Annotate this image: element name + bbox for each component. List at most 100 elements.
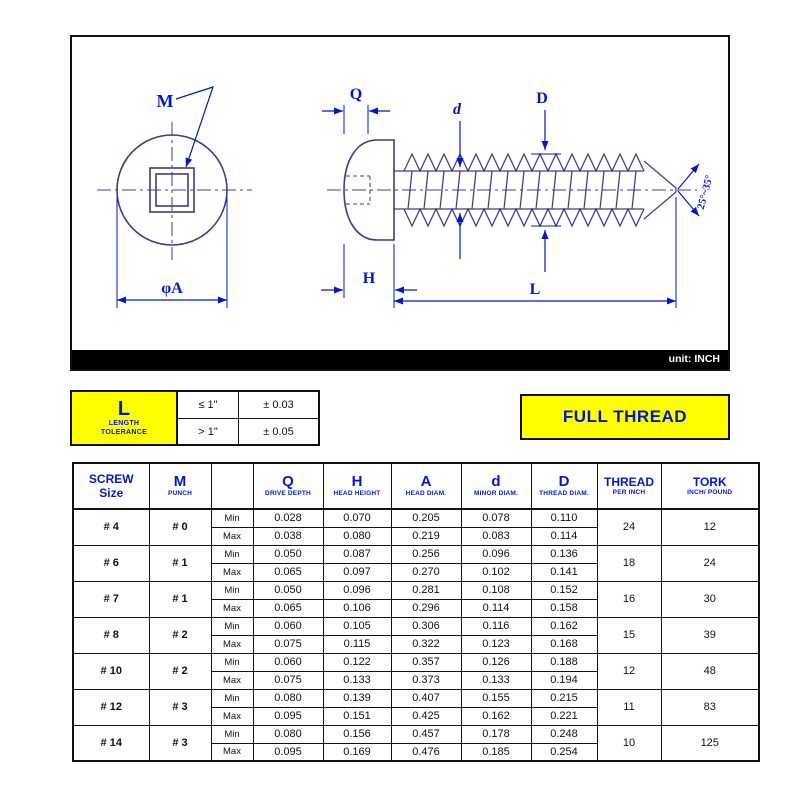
value-cell: 0.095 — [252, 742, 324, 762]
value-cell: 0.152 — [530, 580, 598, 600]
value-cell: 0.156 — [322, 724, 392, 744]
value-cell: 0.215 — [530, 688, 598, 708]
min-label-cell: Min — [210, 544, 254, 564]
screw-size-cell: # 10 — [72, 652, 150, 690]
value-cell: 0.151 — [322, 706, 392, 726]
value-cell: 0.096 — [322, 580, 392, 600]
header-text: HEAD DIAM. — [405, 490, 447, 497]
max-label-cell: Max — [210, 634, 254, 654]
min-label-cell: Min — [210, 616, 254, 636]
screw-spec-table: SCREW Size M PUNCH Q DRIVE DEPTH H HEAD … — [72, 462, 760, 762]
value-cell: 0.108 — [460, 580, 532, 600]
drawing-panel: M φA Q d — [70, 35, 730, 371]
tork-cell: 24 — [660, 544, 760, 582]
pan-head-profile — [343, 139, 395, 241]
value-cell: 0.106 — [322, 598, 392, 618]
value-cell: 0.095 — [252, 706, 324, 726]
screw-technical-drawing: M φA Q d — [97, 86, 716, 308]
square-drive-inner — [155, 173, 189, 207]
value-cell: 0.254 — [530, 742, 598, 762]
value-cell: 0.102 — [460, 562, 532, 582]
value-cell: 0.194 — [530, 670, 598, 690]
punch-cell: # 1 — [148, 580, 212, 618]
value-cell: 0.080 — [322, 526, 392, 546]
value-cell: 0.205 — [390, 508, 462, 528]
label-m: M — [157, 91, 174, 111]
value-cell: 0.096 — [460, 544, 532, 564]
thread-per-inch-cell: 10 — [596, 724, 662, 762]
tork-cell: 125 — [660, 724, 760, 762]
header-q-drive-depth: Q DRIVE DEPTH — [252, 462, 324, 510]
value-cell: 0.070 — [322, 508, 392, 528]
value-cell: 0.256 — [390, 544, 462, 564]
value-cell: 0.050 — [252, 544, 324, 564]
tolerance-value: ± 0.05 — [238, 418, 318, 444]
header-text: PUNCH — [167, 490, 193, 497]
value-cell: 0.080 — [252, 688, 324, 708]
value-cell: 0.306 — [390, 616, 462, 636]
value-cell: 0.162 — [460, 706, 532, 726]
header-text: INCH/ POUND — [687, 489, 733, 496]
value-cell: 0.476 — [390, 742, 462, 762]
value-cell: 0.133 — [460, 670, 532, 690]
table-row: # 10 # 2 Min 0.060 0.122 0.357 0.126 0.1… — [72, 652, 760, 690]
header-text: MINOR DIAM. — [473, 490, 519, 497]
value-cell: 0.457 — [390, 724, 462, 744]
value-cell: 0.116 — [460, 616, 532, 636]
header-punch: M PUNCH — [148, 462, 212, 510]
table-row: # 14 # 3 Min 0.080 0.156 0.457 0.178 0.2… — [72, 724, 760, 762]
header-text: Q — [282, 473, 294, 490]
value-cell: 0.373 — [390, 670, 462, 690]
m-leader-arrow — [175, 86, 214, 168]
tolerance-condition: ≤ 1" — [198, 399, 218, 411]
value-cell: 0.038 — [252, 526, 324, 546]
value-cell: 0.114 — [530, 526, 598, 546]
tolerance-grid: ≤ 1" ± 0.03 > 1" ± 0.05 — [178, 392, 318, 444]
value-cell: 0.075 — [252, 634, 324, 654]
max-label-cell: Max — [210, 670, 254, 690]
table-row: Max 0.075 0.133 0.373 0.133 0.194 — [73, 670, 759, 690]
value-cell: 0.296 — [390, 598, 462, 618]
header-text: d — [491, 473, 501, 490]
tolerance-symbol-cell: L LENGTH TOLERANCE — [72, 392, 178, 444]
punch-cell: # 2 — [148, 652, 212, 690]
value-cell: 0.065 — [252, 598, 324, 618]
value-cell: 0.155 — [460, 688, 532, 708]
header-blank — [210, 462, 254, 510]
table-row: Max 0.075 0.115 0.322 0.123 0.168 — [73, 634, 759, 654]
screw-size-cell: # 4 — [72, 508, 150, 546]
value-cell: 0.133 — [322, 670, 392, 690]
value-cell: 0.221 — [530, 706, 598, 726]
value-cell: 0.185 — [460, 742, 532, 762]
table-row: # 12 # 3 Min 0.080 0.139 0.407 0.155 0.2… — [72, 688, 760, 726]
punch-cell: # 0 — [148, 508, 212, 546]
min-label-cell: Min — [210, 652, 254, 672]
tork-cell: 12 — [660, 508, 760, 546]
punch-cell: # 2 — [148, 616, 212, 654]
label-tip-angle: 25°~35° — [696, 174, 716, 211]
header-d-minor-diam: d MINOR DIAM. — [460, 462, 532, 510]
header-text: THREAD — [604, 475, 654, 489]
tork-cell: 48 — [660, 652, 760, 690]
thread-profile — [403, 152, 677, 228]
value-cell: 0.141 — [530, 562, 598, 582]
value-cell: 0.060 — [252, 652, 324, 672]
table-row: # 8 # 2 Min 0.060 0.105 0.306 0.116 0.16… — [72, 616, 760, 654]
table-row: Max 0.095 0.151 0.425 0.162 0.221 — [73, 706, 759, 726]
punch-cell: # 3 — [148, 724, 212, 762]
square-drive-outer — [149, 167, 195, 213]
value-cell: 0.158 — [530, 598, 598, 618]
header-text: THREAD DIAM. — [539, 490, 589, 497]
table-row: # 6 # 1 Min 0.050 0.087 0.256 0.096 0.13… — [72, 544, 760, 582]
value-cell: 0.270 — [390, 562, 462, 582]
punch-cell: # 1 — [148, 544, 212, 582]
header-screw-size: SCREW Size — [72, 462, 150, 510]
screw-size-cell: # 12 — [72, 688, 150, 726]
value-cell: 0.105 — [322, 616, 392, 636]
value-cell: 0.248 — [530, 724, 598, 744]
table-row: Max 0.095 0.169 0.476 0.185 0.254 — [73, 742, 759, 762]
header-text: DRIVE DEPTH — [265, 490, 311, 497]
value-cell: 0.122 — [322, 652, 392, 672]
full-thread-badge: FULL THREAD — [520, 394, 730, 440]
screw-size-cell: # 6 — [72, 544, 150, 582]
